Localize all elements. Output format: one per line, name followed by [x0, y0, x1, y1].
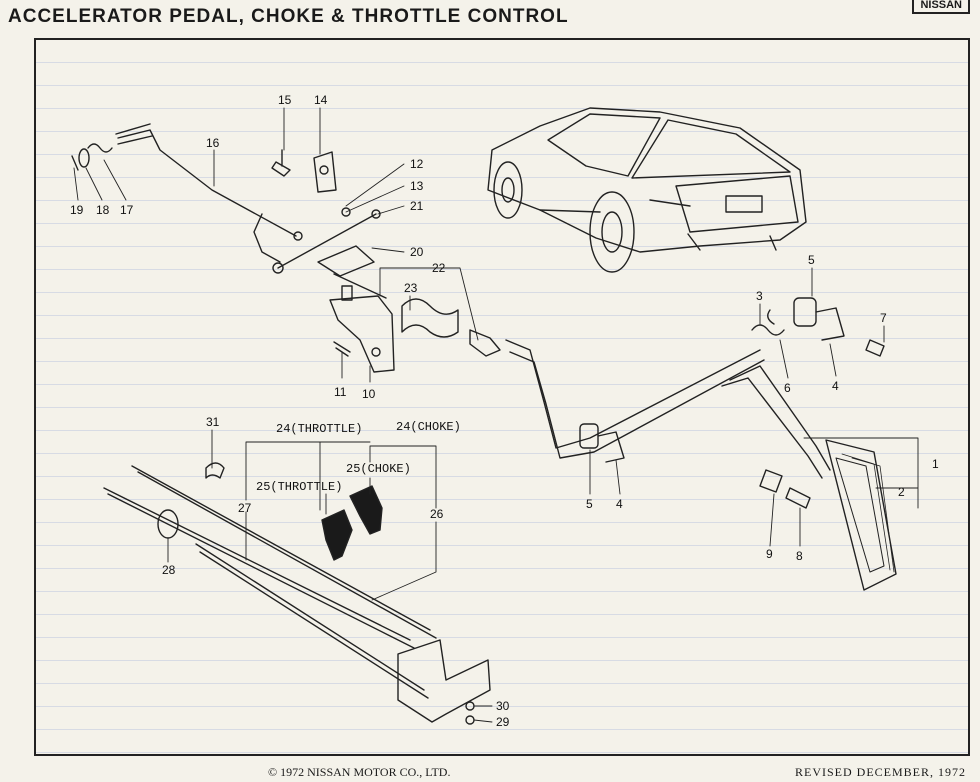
- callout-2: 2: [898, 485, 905, 499]
- throttle-knob: [321, 509, 353, 561]
- car-illustration: [487, 107, 807, 273]
- callout-7: 7: [880, 311, 887, 325]
- callout-17: 17: [120, 203, 134, 217]
- callout-28: 28: [162, 563, 176, 577]
- callout-11: 11: [334, 385, 347, 399]
- callout-20: 20: [410, 245, 424, 259]
- callout-5-upper: 5: [808, 253, 815, 267]
- diagram-frame: [34, 38, 970, 756]
- callout-31: 31: [206, 415, 220, 429]
- throttle-link: [272, 207, 387, 299]
- callout-4-lower: 4: [616, 497, 623, 511]
- callout-24-choke: 24(CHOKE): [396, 420, 461, 434]
- callout-23: 23: [404, 281, 418, 295]
- callout-4-upper: 4: [832, 379, 839, 393]
- callout-19: 19: [70, 203, 84, 217]
- callout-12: 12: [410, 157, 424, 171]
- bushing-clamp-lower: [579, 423, 625, 463]
- callout-1: 1: [932, 457, 939, 471]
- brand-logo: NISSAN: [912, 0, 970, 14]
- callout-6: 6: [784, 381, 791, 395]
- mounting-bracket: [329, 285, 395, 373]
- callout-15: 15: [278, 93, 292, 107]
- callout-3: 3: [756, 289, 763, 303]
- page-title: ACCELERATOR PEDAL, CHOKE & THROTTLE CONT…: [8, 6, 569, 27]
- callout-29: 29: [496, 715, 510, 729]
- callout-25-throttle: 25(THROTTLE): [256, 480, 342, 494]
- callout-21: 21: [410, 199, 424, 213]
- callout-10: 10: [362, 387, 376, 401]
- spring-washer-set: [71, 143, 113, 171]
- callout-25-choke: 25(CHOKE): [346, 462, 411, 476]
- callout-14: 14: [314, 93, 328, 107]
- bushing-clamp-upper: [751, 297, 845, 341]
- copyright-notice: © 1972 NISSAN MOTOR CO., LTD.: [268, 765, 451, 779]
- callout-16: 16: [206, 136, 220, 150]
- control-cables: [103, 465, 437, 699]
- callout-26: 26: [430, 507, 444, 521]
- leader-lines: [73, 107, 919, 723]
- callout-18: 18: [96, 203, 110, 217]
- callout-8: 8: [796, 549, 803, 563]
- callout-5-lower: 5: [586, 497, 593, 511]
- callout-9: 9: [766, 547, 773, 561]
- accelerator-shaft: [115, 123, 303, 263]
- revision-date: REVISED DECEMBER, 1972: [794, 765, 966, 779]
- accelerator-lever: [505, 339, 897, 591]
- callout-27: 27: [238, 501, 252, 515]
- choke-knob: [349, 485, 383, 535]
- callout-30: 30: [496, 699, 510, 713]
- cable-clip: [205, 462, 225, 479]
- callout-13: 13: [410, 179, 424, 193]
- bolt-set: [759, 339, 885, 509]
- pivot-bracket: [271, 149, 337, 193]
- boot-cable-joint: [401, 298, 501, 357]
- callout-24-throttle: 24(THROTTLE): [276, 422, 362, 436]
- callout-22: 22: [432, 261, 446, 275]
